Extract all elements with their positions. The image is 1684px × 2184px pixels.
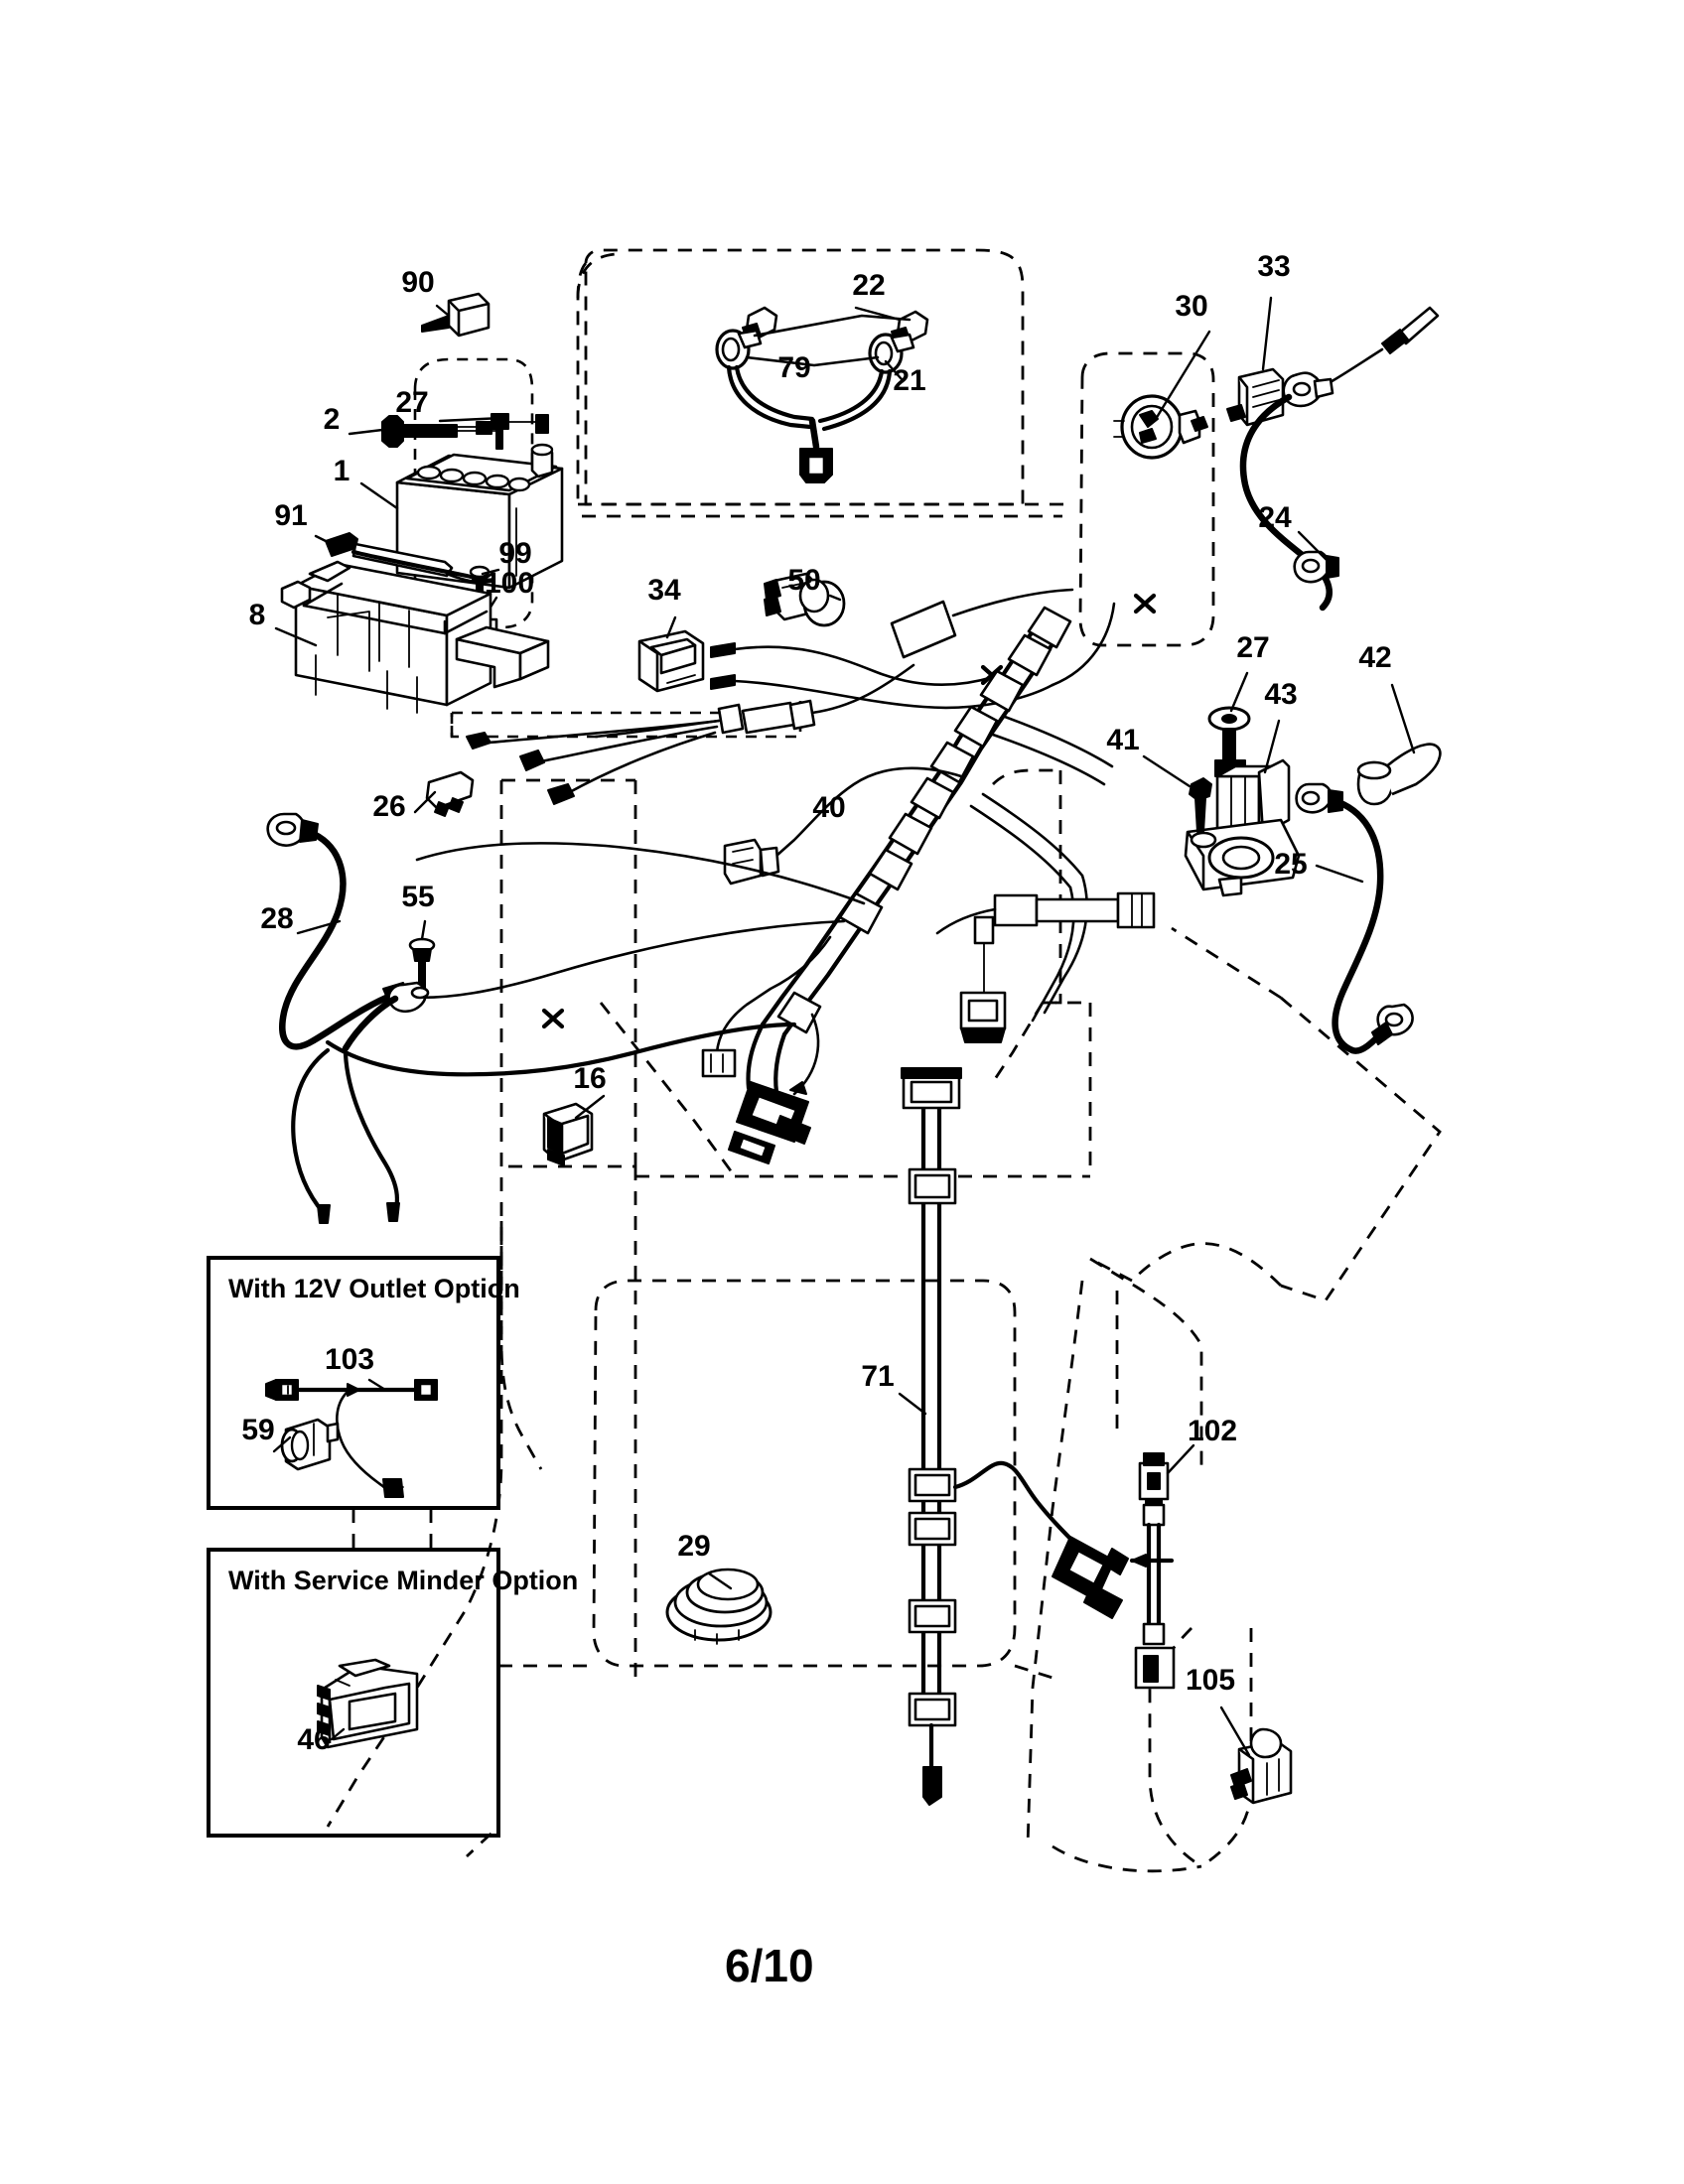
seat-switch-part-16 <box>542 1102 594 1166</box>
callout-number-22: 22 <box>852 269 885 302</box>
callout-number-30: 30 <box>1175 290 1207 323</box>
callout-number-90: 90 <box>401 266 434 299</box>
outlet-harness-part-103 <box>265 1379 438 1498</box>
callout-number-50: 50 <box>787 564 820 597</box>
switch-part-105 <box>1230 1727 1293 1805</box>
callout-number-24: 24 <box>1258 501 1292 534</box>
callout-number-8: 8 <box>249 599 266 631</box>
wire-crossing-mark <box>1133 593 1157 614</box>
headlight-harness-assembly <box>715 306 929 483</box>
callout-number-100: 100 <box>485 567 534 600</box>
harness-branch-connector <box>1052 1536 1129 1619</box>
callout-number-103: 103 <box>325 1343 374 1376</box>
callout-number-59: 59 <box>241 1414 274 1446</box>
wire-crossing-mark <box>541 1008 565 1029</box>
page-number: 6/10 <box>725 1940 814 1991</box>
battery-box-part-8 <box>280 560 550 714</box>
callout-number-71: 71 <box>861 1360 894 1393</box>
harness-connector-lower <box>728 1081 811 1164</box>
battery-holddown-part-27 <box>420 413 549 450</box>
callout-number-29: 29 <box>677 1530 710 1563</box>
washer-part-27 <box>1207 706 1251 732</box>
callout-number-34: 34 <box>647 574 681 607</box>
connector-block <box>890 600 957 659</box>
battery-cable-part-25 <box>1295 782 1414 1054</box>
callout-number-1: 1 <box>334 455 351 487</box>
callout-number-105: 105 <box>1186 1664 1235 1697</box>
inset-title-inset-service: With Service Minder Option <box>228 1566 578 1595</box>
callout-number-26: 26 <box>372 790 405 823</box>
callout-number-27: 27 <box>395 386 428 419</box>
ground-cable-part-24 <box>1239 306 1440 612</box>
callout-number-43: 43 <box>1264 678 1297 711</box>
terminal-boot-part-42 <box>1356 743 1442 806</box>
callout-number-27: 27 <box>1236 631 1269 664</box>
callout-number-41: 41 <box>1106 724 1139 756</box>
hour-meter-part-50 <box>764 572 846 627</box>
callout-number-16: 16 <box>573 1062 606 1095</box>
callout-number-40: 40 <box>812 791 845 824</box>
headlight-socket-left <box>715 329 763 370</box>
battery-assembly <box>274 292 564 714</box>
callout-number-99: 99 <box>498 537 531 570</box>
fuse-part-26 <box>425 770 475 817</box>
callout-number-21: 21 <box>893 364 925 397</box>
headlight-socket-right <box>868 333 915 374</box>
grommet-part-29 <box>665 1568 772 1645</box>
ignition-and-relay <box>1113 296 1440 612</box>
main-wiring-harness-part-40 <box>382 606 1156 1164</box>
callout-number-33: 33 <box>1257 250 1290 283</box>
battery-part-1 <box>395 443 564 590</box>
ground-wire-assembly <box>266 812 797 1224</box>
inset-title-inset-12v: With 12V Outlet Option <box>228 1274 520 1303</box>
harness-strap-part-71 <box>901 1067 1129 1806</box>
wire-splice-assembly <box>466 663 915 805</box>
battery-bolt-part-2 <box>381 415 497 448</box>
callout-number-28: 28 <box>260 902 293 935</box>
switches-and-harness-mid <box>413 572 1157 817</box>
harness-ribs <box>776 606 1072 1034</box>
outlet-part-59 <box>280 1418 340 1471</box>
callout-number-42: 42 <box>1358 641 1391 674</box>
battery-strap-part-91 <box>325 532 495 584</box>
inline-connector-right <box>993 891 1156 929</box>
callout-number-91: 91 <box>274 499 307 532</box>
callout-number-25: 25 <box>1274 848 1307 881</box>
wire-assembly-part-102 <box>1129 1452 1176 1690</box>
inset-boxes <box>207 1256 500 1838</box>
pto-switch-part-34 <box>637 629 705 693</box>
callout-number-46: 46 <box>297 1723 330 1756</box>
pto-clutch-part-43 <box>1184 758 1301 897</box>
callout-number-79: 79 <box>777 351 810 384</box>
bolt-part-41 <box>1189 777 1212 833</box>
service-minder-part-46 <box>317 1658 419 1749</box>
callout-number-55: 55 <box>401 881 434 913</box>
callout-number-102: 102 <box>1188 1415 1237 1447</box>
pto-clutch-assembly <box>1142 671 1442 1054</box>
vertical-connector-stub <box>959 915 1007 1043</box>
ignition-switch-part-30 <box>1113 394 1208 460</box>
callout-number-2: 2 <box>324 403 341 436</box>
wire-clip-part-90 <box>421 292 491 338</box>
